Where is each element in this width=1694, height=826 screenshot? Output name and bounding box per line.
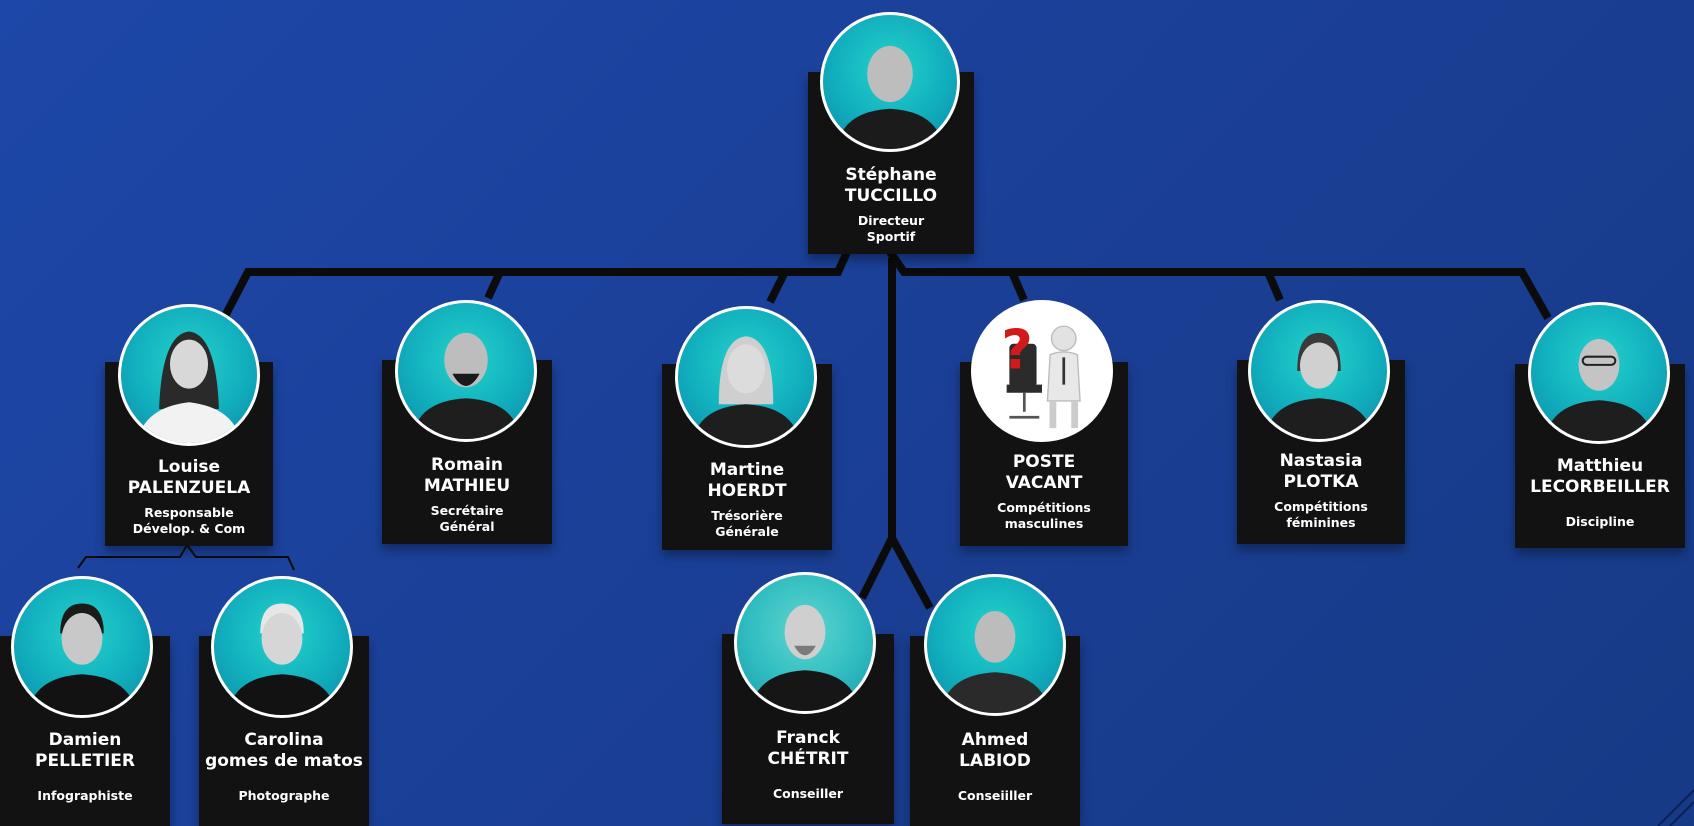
role-line1: Photographe [238,788,330,803]
first-name: Martine [709,460,785,480]
first-name: Matthieu [1556,456,1644,476]
first-name: Nastasia [1279,451,1363,471]
role-line1: Trésorière [711,508,783,523]
text-director: Stéphane TUCCILLO Directeur Sportif [808,165,974,245]
role-line2: féminines [1286,515,1356,530]
person-portrait-icon [836,45,944,149]
last-name: LABIOD [959,751,1031,771]
last-name: LECORBEILLER [1530,477,1670,497]
photo-franck [734,572,876,714]
text-carolina: Carolina gomes de matos Photographe [194,730,374,804]
last-name: PALENZUELA [127,478,251,498]
text-ahmed: Ahmed LABIOD Conseiiller [910,730,1080,804]
person-portrait-icon [1544,339,1654,441]
photo-director [820,12,960,152]
last-name: HOERDT [707,481,787,501]
photo-louise [118,304,260,446]
last-name: PLOTKA [1283,472,1359,492]
first-name: Ahmed [961,730,1029,750]
role-line1: Directeur [857,213,925,228]
person-portrait-icon [1264,332,1374,439]
text-louise: Louise PALENZUELA Responsable Dévelop. &… [105,457,273,537]
role-line1: Discipline [1565,514,1635,529]
person-portrait-icon [691,336,801,445]
photo-romain [395,300,537,442]
role-line1: Compétitions [997,500,1091,515]
last-name: PELLETIER [35,751,135,771]
photo-carolina [211,576,353,718]
role-line2: Dévelop. & Com [132,521,246,536]
text-romain: Romain MATHIEU Secrétaire Général [382,455,552,535]
photo-matthieu [1528,302,1670,444]
person-portrait-icon [137,331,241,443]
person-portrait-icon [227,603,337,715]
role-line1: Conseiiller [957,788,1033,803]
role-line2: Sportif [866,229,916,244]
question-mark-chair-icon: ? [1001,318,1081,429]
role-line2: Général [439,519,495,534]
first-name: Louise [157,457,221,477]
text-matthieu: Matthieu LECORBEILLER Discipline [1510,456,1690,530]
role-line1: Compétitions [1274,499,1368,514]
role-line1: Responsable [144,505,234,520]
role-line2: Générale [715,524,779,539]
photo-ahmed [924,574,1066,716]
person-portrait-icon [750,604,860,711]
text-vacant: POSTE VACANT Compétitions masculines [960,452,1128,532]
photo-nastasia [1248,300,1390,442]
text-franck: Franck CHÉTRIT Conseiller [722,728,894,802]
person-portrait-icon [940,611,1050,713]
last-name: CHÉTRIT [767,749,849,769]
role-line1: Secrétaire [430,503,504,518]
first-name: POSTE [1012,452,1076,472]
person-portrait-icon [411,332,521,439]
text-damien: Damien PELLETIER Infographiste [0,730,170,804]
first-name: Franck [776,728,840,748]
photo-martine [675,306,817,448]
first-name: Stéphane [845,165,937,185]
photo-damien [11,576,153,718]
last-name: gomes de matos [205,751,363,771]
first-name: Carolina [244,730,324,750]
first-name: Damien [48,730,122,750]
role-line1: Conseiller [772,786,844,801]
role-line1: Infographiste [37,788,133,803]
role-line2: masculines [1004,516,1084,531]
corner-decoration [1657,789,1694,826]
last-name: TUCCILLO [844,186,938,206]
svg-text:?: ? [1001,318,1033,381]
photo-vacant: ? [971,300,1113,442]
person-portrait-icon [27,603,137,715]
text-martine: Martine HOERDT Trésorière Générale [662,460,832,540]
last-name: MATHIEU [423,476,511,496]
text-nastasia: Nastasia PLOTKA Compétitions féminines [1237,451,1405,531]
first-name: Romain [431,455,503,475]
last-name: VACANT [1005,473,1083,493]
